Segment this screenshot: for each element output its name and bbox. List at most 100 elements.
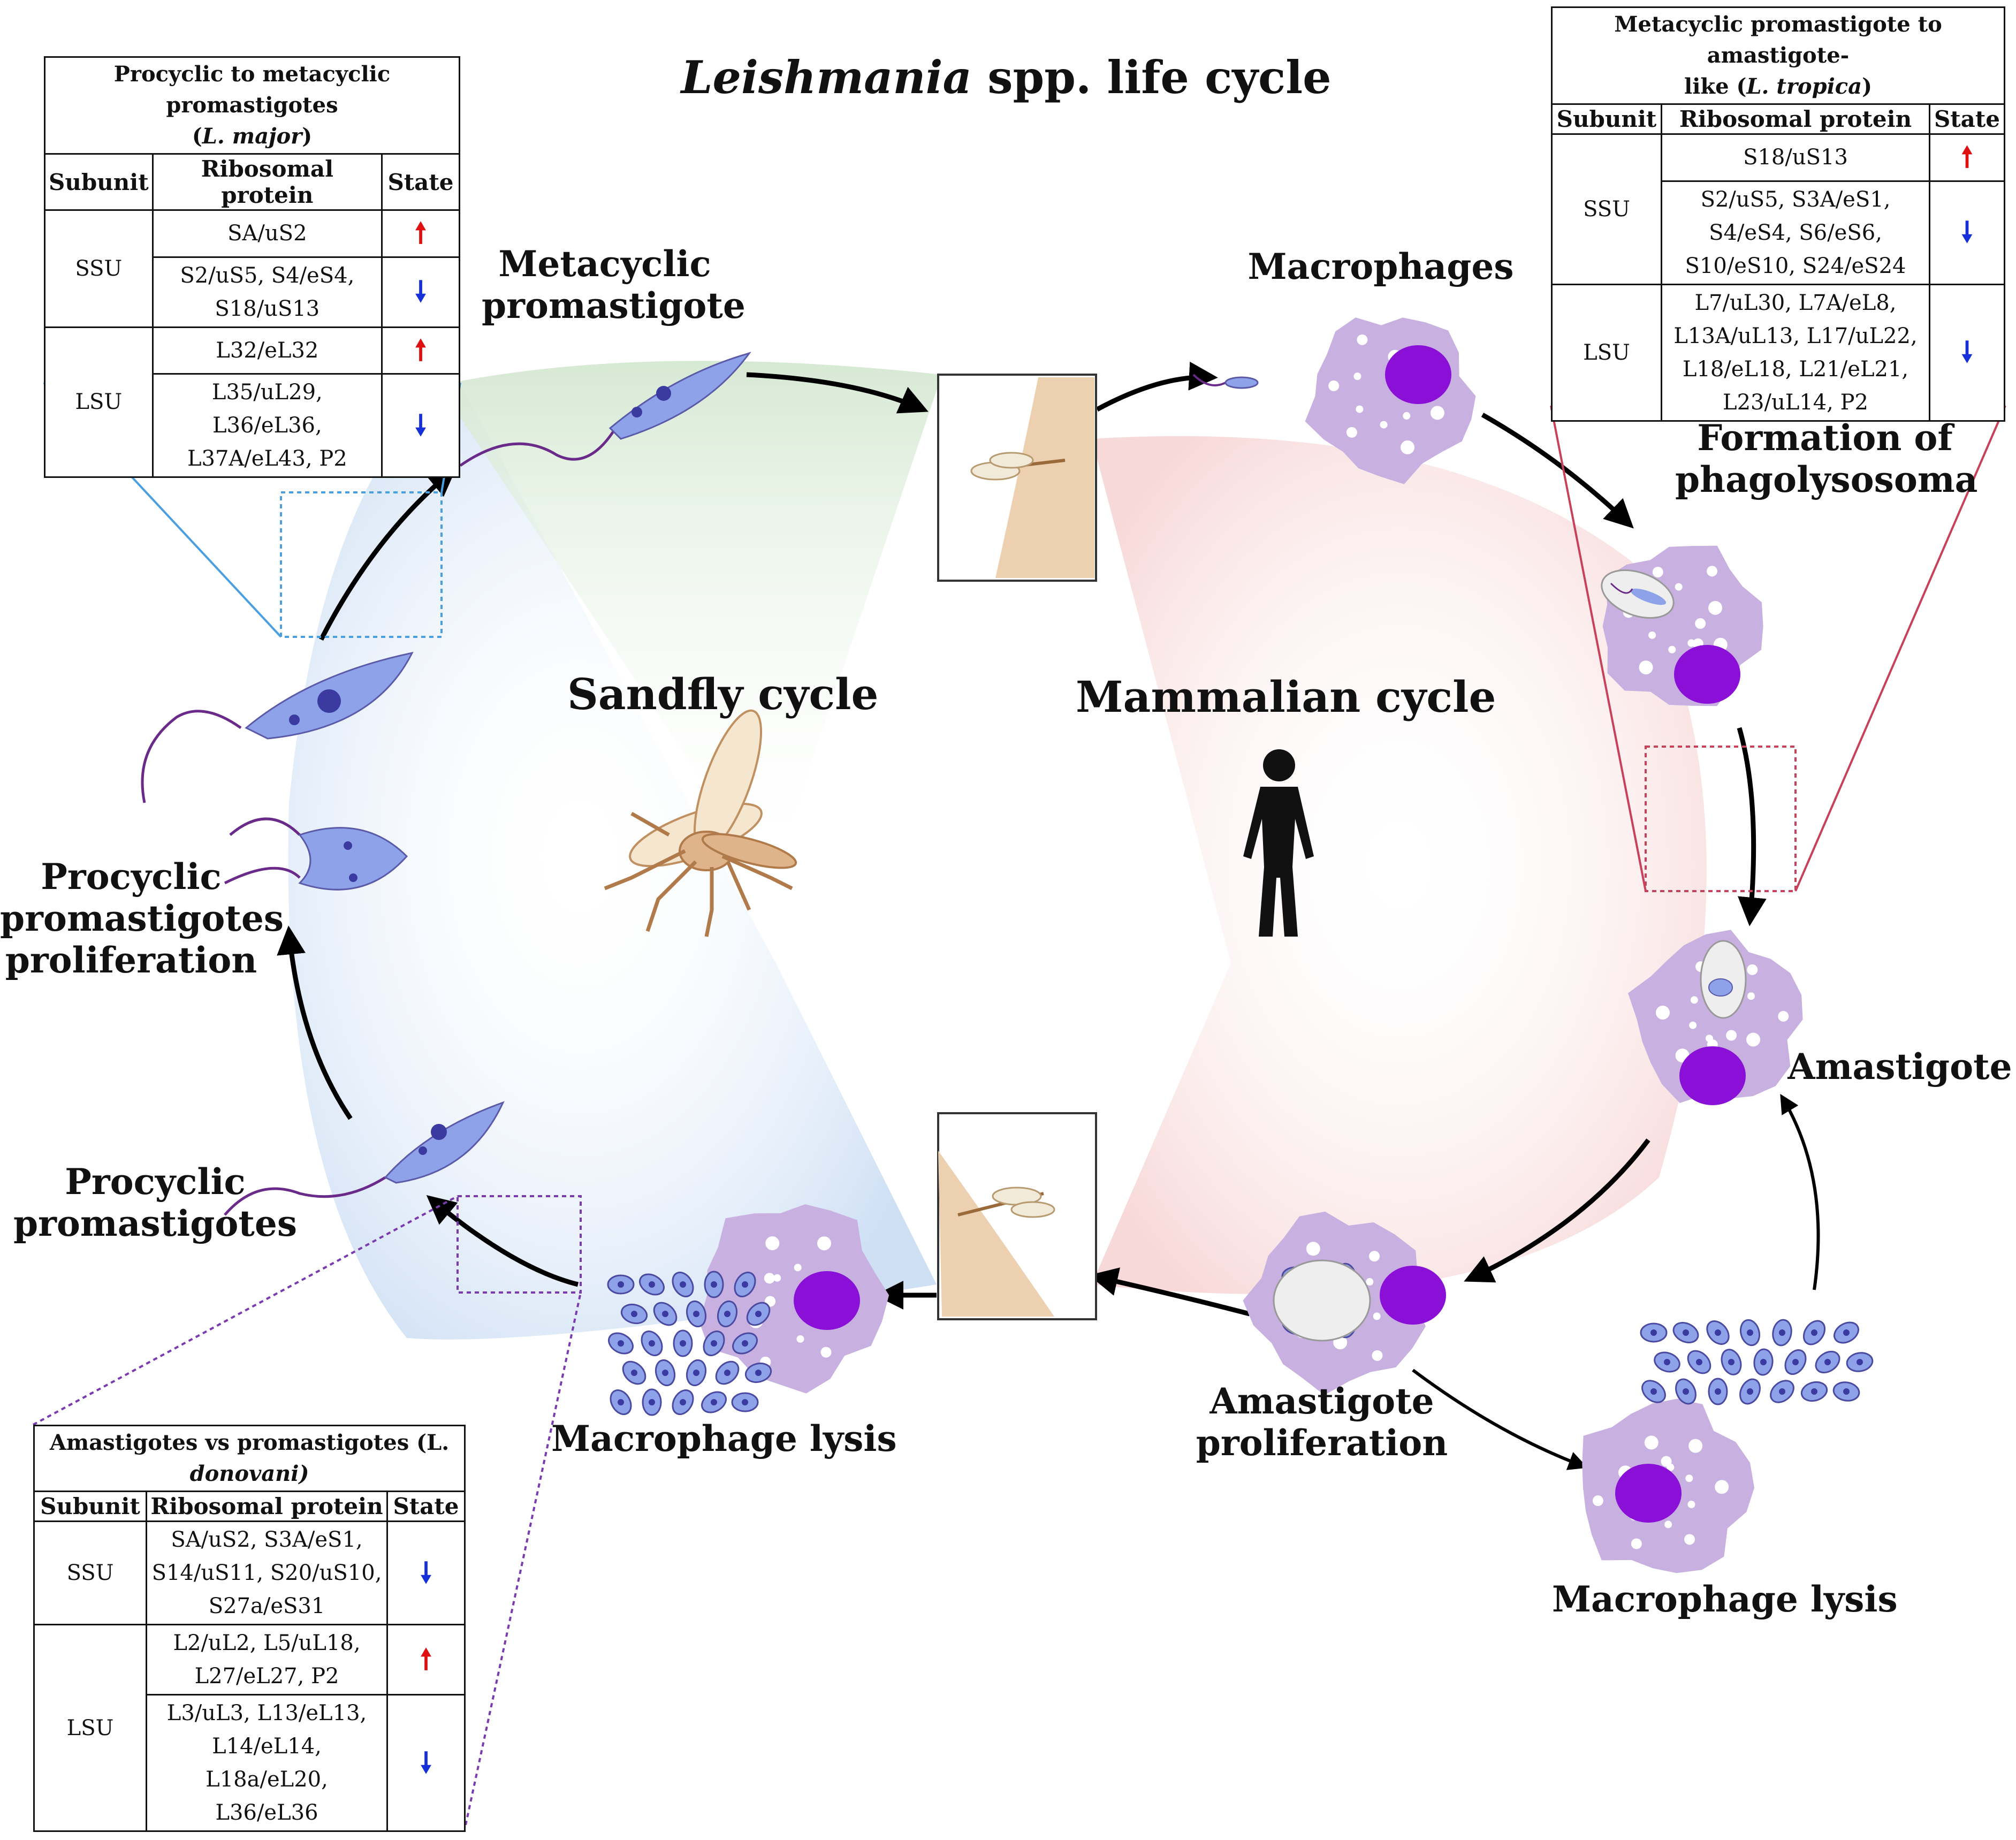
amastigote-nucleus <box>649 1281 655 1288</box>
amastigote-nucleus <box>1728 1359 1734 1365</box>
proliferation-vacuole <box>1273 1259 1371 1342</box>
amastigote-nucleus <box>1650 1329 1657 1336</box>
amastigote-nucleus <box>618 1399 624 1405</box>
amastigote-nucleus <box>1843 1329 1850 1336</box>
phagolysosome-vacuole <box>1601 569 1675 619</box>
procyclic-promastigote-icon <box>224 1101 505 1216</box>
caption-line-1: Procyclic to metacyclic promastigotes <box>113 62 391 118</box>
amastigote-nucleus <box>649 1399 655 1405</box>
macrophage-vesicle <box>1685 1474 1693 1482</box>
label-amastigote: Amastigote <box>1787 1046 2012 1088</box>
state-arrow-up-icon: 🠕 <box>1929 133 2005 182</box>
macrophage-vesicle <box>794 1264 802 1272</box>
amastigote-nucleus <box>631 1311 637 1317</box>
table-amastigotes-vs-promastigotes: Amastigotes vs promastigotes (L. donovani… <box>33 1425 466 1832</box>
table-caption: Procyclic to metacyclic promastigotes(L.… <box>44 56 460 155</box>
amastigote-nucleus <box>711 1281 717 1288</box>
macrophage-vesicle <box>1631 1538 1642 1549</box>
macrophage-vesicle <box>1684 1534 1695 1545</box>
header-state: State <box>381 153 460 211</box>
macrophage-nucleus <box>1380 1266 1446 1325</box>
amastigote-nucleus <box>1824 1359 1831 1365</box>
macrophage-vesicle <box>1707 566 1718 577</box>
macrophage-vesicle <box>1357 334 1368 345</box>
macrophage-vesicle <box>1403 412 1411 420</box>
down-arrow-icon: 🠗 <box>1961 336 1973 369</box>
amastigote-nucleus <box>1747 1388 1753 1395</box>
macrophage-vesicle <box>1644 1435 1659 1450</box>
amastigote-nucleus <box>1760 1359 1767 1365</box>
label-procyclic-promastigotes: Procyclic promastigotes <box>13 1161 298 1244</box>
macrophage-vesicle <box>1401 440 1415 454</box>
amastigote-nucleus <box>693 1370 699 1376</box>
amastigote-nucleus <box>1683 1329 1689 1336</box>
amastigote-nucleus <box>680 1340 686 1347</box>
amastigote-nucleus <box>711 1340 717 1347</box>
state-arrow-up-icon: 🠕 <box>386 1624 466 1695</box>
table-procyclic-to-metacyclic: Procyclic to metacyclic promastigotes(L.… <box>44 56 460 478</box>
macrophage-vesicle <box>1430 406 1444 420</box>
amastigote-nucleus <box>1811 1329 1817 1336</box>
amastigote-nucleus <box>631 1370 637 1376</box>
macrophage-vesicle <box>1695 618 1706 629</box>
down-arrow-icon: 🠗 <box>420 1746 432 1779</box>
amastigote-nucleus <box>1779 1329 1785 1336</box>
caption-line-1: Amastigotes vs promastigotes (L. <box>49 1430 450 1455</box>
amastigote-nucleus <box>680 1399 686 1405</box>
macrophage-vesicle <box>1639 660 1653 675</box>
amastigote-nucleus <box>618 1281 624 1288</box>
table-cell-protein: L3/uL3, L13/eL13, L14/eL14, L18a/eL20, L… <box>146 1694 388 1832</box>
down-arrow-icon: 🠗 <box>414 275 427 308</box>
amastigote-nucleus <box>662 1311 668 1317</box>
macrophage-vesicle <box>1652 566 1663 577</box>
macrophage-nucleus <box>1679 1046 1746 1105</box>
amastigote-nucleus <box>662 1370 668 1376</box>
zoom-box-red <box>1550 405 2006 892</box>
macrophage-vesicle <box>1688 1439 1703 1453</box>
macrophage-vesicle <box>1366 1278 1374 1286</box>
down-arrow-icon: 🠗 <box>420 1556 432 1589</box>
header-ribosomal-protein: Ribosomal protein <box>151 153 383 211</box>
macrophage-vesicle <box>1687 1500 1695 1508</box>
macrophage-vesicle <box>1353 372 1361 381</box>
caption-species: L. tropica <box>1746 74 1862 99</box>
amastigote-nucleus <box>742 1281 748 1288</box>
macrophage-vesicle <box>1372 1350 1383 1361</box>
state-arrow-down-icon: 🠗 <box>386 1694 466 1832</box>
amastigote-nucleus <box>1792 1359 1799 1365</box>
caption-line-2: donovani) <box>189 1461 309 1486</box>
table-cell-protein: L35/uL29, L36/eL36, L37A/eL43, P2 <box>151 373 383 478</box>
diagram-title: Leishmania spp. life cycle <box>632 51 1381 104</box>
macrophage-vesicle <box>1356 405 1364 413</box>
table-cell-protein: SA/uS2 <box>151 209 383 258</box>
table-cell-subunit: SSU <box>1551 133 1662 285</box>
macrophage-vesicle <box>1747 964 1758 975</box>
macrophage-vesicle <box>1726 1030 1737 1041</box>
label-procyclic-proliferation: Procyclic promastigotes proliferation <box>0 856 284 981</box>
macrophage-vesicle <box>1380 421 1388 429</box>
bite-box-bottom <box>937 1112 1097 1320</box>
label-metacyclic-promastigote: Metacyclic promastigote <box>482 243 745 326</box>
state-arrow-down-icon: 🠗 <box>1929 283 2005 422</box>
caption-species: L. major <box>202 124 302 149</box>
macrophage-vesicle <box>796 1335 804 1343</box>
table-cell-subunit: LSU <box>33 1624 147 1832</box>
amastigote-nucleus <box>742 1399 748 1405</box>
zoom-box-purple <box>33 1195 582 1826</box>
amastigote-nucleus <box>724 1370 731 1376</box>
amastigote-nucleus <box>1715 1388 1721 1395</box>
table-metacyclic-to-amastigote: Metacyclic promastigote to amastigote-li… <box>1551 6 2005 422</box>
table-cell-protein: SA/uS2, S3A/eS1, S14/uS11, S20/uS10, S27… <box>146 1520 388 1625</box>
caption-line-1: Metacyclic promastigote to amastigote- <box>1614 12 1942 68</box>
down-arrow-icon: 🠗 <box>414 408 427 442</box>
amastigote-nucleus <box>1683 1388 1689 1395</box>
amastigote-nucleus <box>1857 1359 1863 1365</box>
bite-box-top <box>937 374 1097 582</box>
amastigote-nucleus <box>1715 1329 1721 1336</box>
amastigote-nucleus <box>1650 1388 1657 1395</box>
center-white <box>776 594 1231 1252</box>
up-arrow-icon: 🠕 <box>414 333 427 367</box>
amastigote-nucleus <box>1747 1329 1753 1336</box>
